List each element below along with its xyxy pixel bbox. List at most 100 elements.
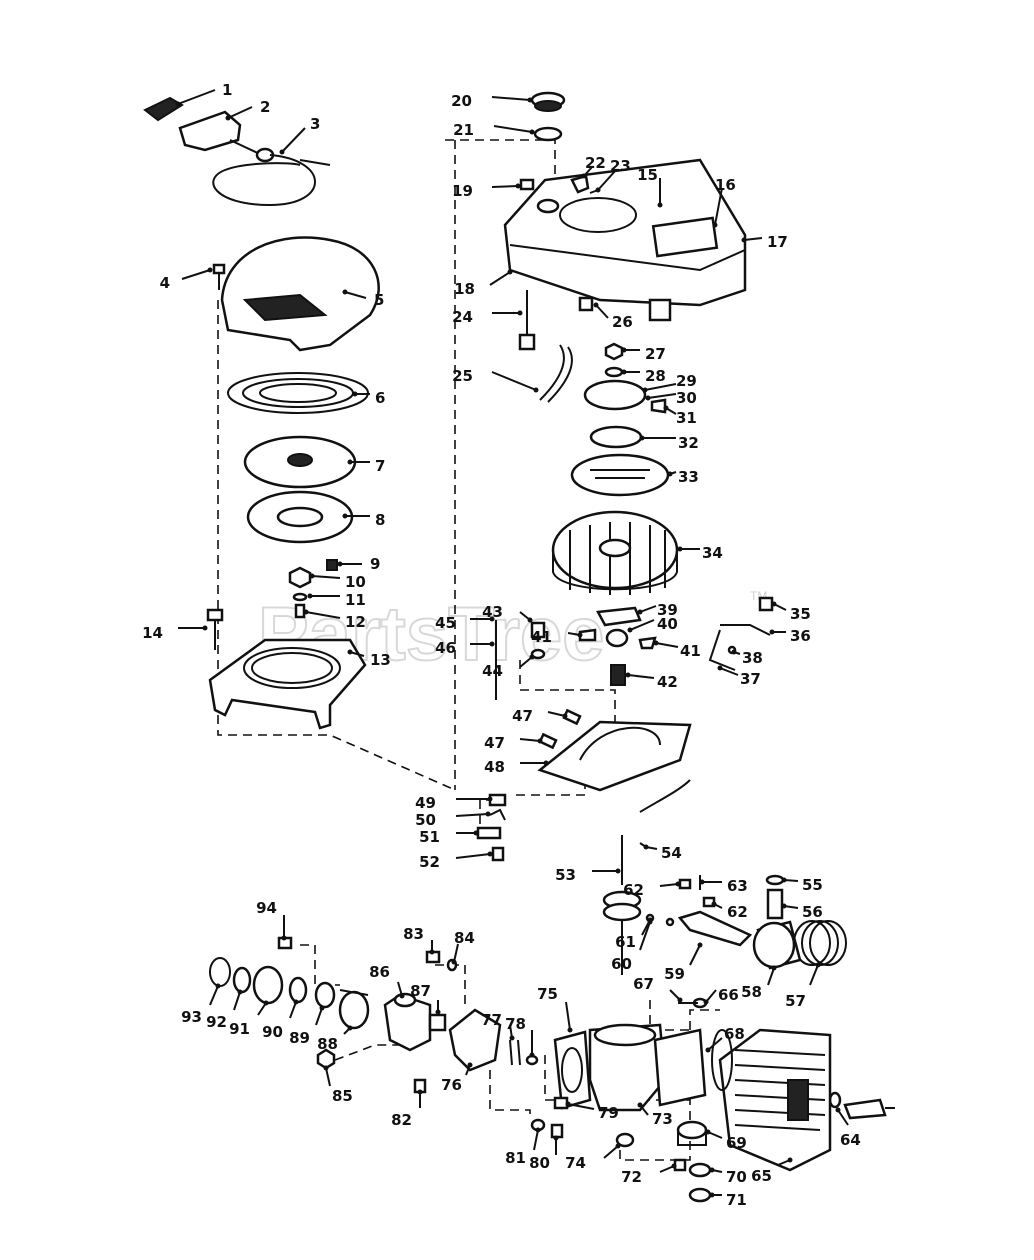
callout-number-21[interactable]: 21 xyxy=(453,121,474,139)
callout-number-84[interactable]: 84 xyxy=(454,929,475,947)
callout-number-57[interactable]: 57 xyxy=(785,992,806,1010)
callout-number-50[interactable]: 50 xyxy=(415,811,436,829)
callout-number-38[interactable]: 38 xyxy=(742,649,763,667)
callout-number-74[interactable]: 74 xyxy=(565,1154,586,1172)
callout-number-8[interactable]: 8 xyxy=(375,511,385,529)
leader-arrow-67 xyxy=(677,997,683,1003)
callout-number-51[interactable]: 51 xyxy=(419,828,440,846)
callout-number-22[interactable]: 22 xyxy=(585,154,606,172)
callout-number-46[interactable]: 46 xyxy=(435,639,456,657)
callout-number-44[interactable]: 44 xyxy=(482,662,503,680)
callout-number-31[interactable]: 31 xyxy=(676,409,697,427)
callout-number-94[interactable]: 94 xyxy=(256,899,277,917)
callout-number-67[interactable]: 67 xyxy=(633,975,654,993)
callout-number-12[interactable]: 12 xyxy=(345,613,366,631)
callout-number-62[interactable]: 62 xyxy=(623,881,644,899)
callout-number-83[interactable]: 83 xyxy=(403,925,424,943)
callout-number-33[interactable]: 33 xyxy=(678,468,699,486)
callout-number-86[interactable]: 86 xyxy=(369,963,390,981)
callout-number-80[interactable]: 80 xyxy=(529,1154,550,1172)
leader-arrow-10 xyxy=(309,573,315,579)
callout-number-47[interactable]: 47 xyxy=(512,707,533,725)
callout-number-25[interactable]: 25 xyxy=(452,367,473,385)
callout-number-66[interactable]: 66 xyxy=(718,986,739,1004)
callout-number-59[interactable]: 59 xyxy=(664,965,685,983)
callout-number-92[interactable]: 92 xyxy=(206,1013,227,1031)
callout-number-81[interactable]: 81 xyxy=(505,1149,526,1167)
callout-number-73[interactable]: 73 xyxy=(652,1110,673,1128)
callout-number-47[interactable]: 47 xyxy=(484,734,505,752)
callout-number-24[interactable]: 24 xyxy=(452,308,473,326)
callout-number-26[interactable]: 26 xyxy=(612,313,633,331)
callout-number-39[interactable]: 39 xyxy=(657,601,678,619)
callout-number-64[interactable]: 64 xyxy=(840,1131,861,1149)
callout-number-89[interactable]: 89 xyxy=(289,1029,310,1047)
callout-number-6[interactable]: 6 xyxy=(375,389,385,407)
callout-number-41[interactable]: 41 xyxy=(680,642,701,660)
callout-number-45[interactable]: 45 xyxy=(435,614,456,632)
callout-number-75[interactable]: 75 xyxy=(537,985,558,1003)
callout-number-34[interactable]: 34 xyxy=(702,544,723,562)
callout-number-17[interactable]: 17 xyxy=(767,233,788,251)
callout-number-52[interactable]: 52 xyxy=(419,853,440,871)
callout-number-77[interactable]: 77 xyxy=(481,1011,502,1029)
callout-number-72[interactable]: 72 xyxy=(621,1168,642,1186)
callout-number-9[interactable]: 9 xyxy=(370,555,380,573)
callout-number-85[interactable]: 85 xyxy=(332,1087,353,1105)
callout-number-78[interactable]: 78 xyxy=(505,1015,526,1033)
callout-number-63[interactable]: 63 xyxy=(727,877,748,895)
callout-number-60[interactable]: 60 xyxy=(611,955,632,973)
callout-number-19[interactable]: 19 xyxy=(452,182,473,200)
callout-number-27[interactable]: 27 xyxy=(645,345,666,363)
callout-number-29[interactable]: 29 xyxy=(676,372,697,390)
callout-number-55[interactable]: 55 xyxy=(802,876,823,894)
callout-number-76[interactable]: 76 xyxy=(441,1076,462,1094)
callout-number-70[interactable]: 70 xyxy=(726,1168,747,1186)
callout-number-91[interactable]: 91 xyxy=(229,1020,250,1038)
callout-number-82[interactable]: 82 xyxy=(391,1111,412,1129)
callout-number-48[interactable]: 48 xyxy=(484,758,505,776)
callout-number-32[interactable]: 32 xyxy=(678,434,699,452)
callout-number-2[interactable]: 2 xyxy=(260,98,270,116)
callout-number-30[interactable]: 30 xyxy=(676,389,697,407)
callout-number-1[interactable]: 1 xyxy=(222,81,232,99)
callout-number-41[interactable]: 41 xyxy=(531,628,552,646)
callout-number-7[interactable]: 7 xyxy=(375,457,385,475)
callout-number-36[interactable]: 36 xyxy=(790,627,811,645)
callout-number-90[interactable]: 90 xyxy=(262,1023,283,1041)
callout-number-4[interactable]: 4 xyxy=(160,274,170,292)
callout-number-3[interactable]: 3 xyxy=(310,115,320,133)
callout-number-61[interactable]: 61 xyxy=(615,933,636,951)
callout-number-53[interactable]: 53 xyxy=(555,866,576,884)
callout-number-49[interactable]: 49 xyxy=(415,794,436,812)
callout-number-5[interactable]: 5 xyxy=(374,291,384,309)
callout-number-37[interactable]: 37 xyxy=(740,670,761,688)
callout-number-56[interactable]: 56 xyxy=(802,903,823,921)
callout-number-68[interactable]: 68 xyxy=(724,1025,745,1043)
callout-number-14[interactable]: 14 xyxy=(142,624,163,642)
callout-number-62[interactable]: 62 xyxy=(727,903,748,921)
callout-number-88[interactable]: 88 xyxy=(317,1035,338,1053)
callout-number-16[interactable]: 16 xyxy=(715,176,736,194)
callout-number-42[interactable]: 42 xyxy=(657,673,678,691)
callout-number-10[interactable]: 10 xyxy=(345,573,366,591)
callout-number-71[interactable]: 71 xyxy=(726,1191,747,1209)
callout-number-11[interactable]: 11 xyxy=(345,591,366,609)
callout-number-79[interactable]: 79 xyxy=(598,1104,619,1122)
callout-number-54[interactable]: 54 xyxy=(661,844,682,862)
callout-number-93[interactable]: 93 xyxy=(181,1008,202,1026)
callout-number-69[interactable]: 69 xyxy=(726,1134,747,1152)
callout-number-58[interactable]: 58 xyxy=(741,983,762,1001)
callout-number-13[interactable]: 13 xyxy=(370,651,391,669)
callout-number-87[interactable]: 87 xyxy=(410,982,431,1000)
callout-number-28[interactable]: 28 xyxy=(645,367,666,385)
callout-number-40[interactable]: 40 xyxy=(657,615,678,633)
callout-number-35[interactable]: 35 xyxy=(790,605,811,623)
callout-number-18[interactable]: 18 xyxy=(454,280,475,298)
callout-number-20[interactable]: 20 xyxy=(451,92,472,110)
leader-arrow-53 xyxy=(615,868,621,874)
callout-number-65[interactable]: 65 xyxy=(751,1167,772,1185)
callout-number-15[interactable]: 15 xyxy=(637,166,658,184)
callout-number-23[interactable]: 23 xyxy=(610,157,631,175)
callout-number-43[interactable]: 43 xyxy=(482,603,503,621)
